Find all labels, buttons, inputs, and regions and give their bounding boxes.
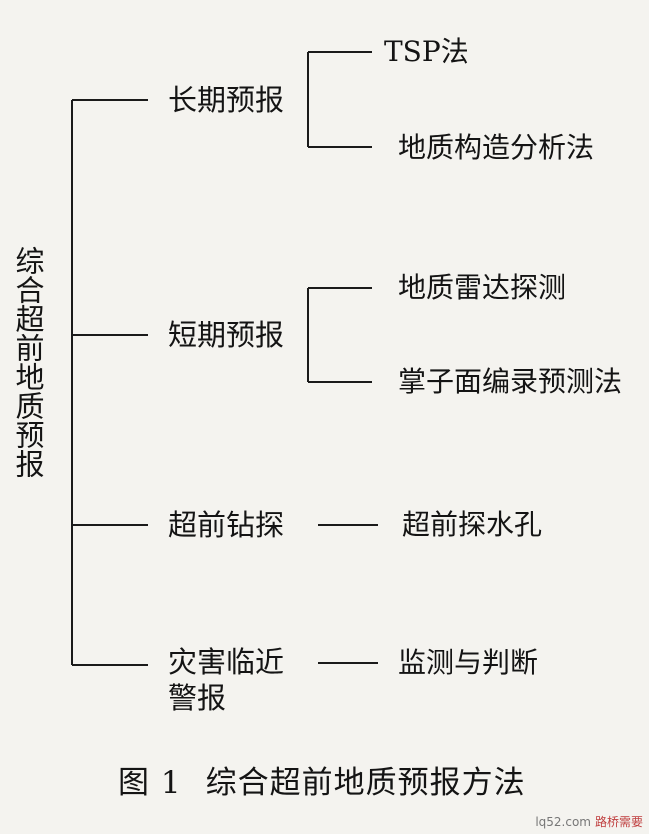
leaf-node-geological-structure: 地质构造分析法 — [398, 131, 595, 164]
figure-number: 图 1 — [118, 765, 182, 801]
watermark-name: 路桥需要 — [594, 815, 643, 829]
figure-title: 综合超前地质预报方法 — [205, 765, 526, 801]
watermark-site: lq52.com — [535, 815, 591, 829]
leaf-node-georadar: 地质雷达探测 — [398, 271, 567, 304]
leaf-node-water-probe-hole: 超前探水孔 — [402, 508, 543, 541]
branch-node-long-term: 长期预报 — [168, 83, 285, 117]
branch-node-disaster-warning: 灾害临近 警报 — [168, 645, 285, 715]
leaf-node-face-mapping: 掌子面编录预测法 — [398, 365, 623, 398]
leaf-node-tsp: TSP法 — [384, 35, 469, 68]
figure-caption: 图 1 综合超前地质预报方法 — [118, 768, 526, 799]
branch-node-short-term: 短期预报 — [168, 318, 285, 352]
root-node: 综合超前地质预报 — [11, 246, 45, 478]
leaf-node-monitoring: 监测与判断 — [398, 646, 539, 679]
branch-node-advance-drilling: 超前钻探 — [168, 508, 285, 542]
